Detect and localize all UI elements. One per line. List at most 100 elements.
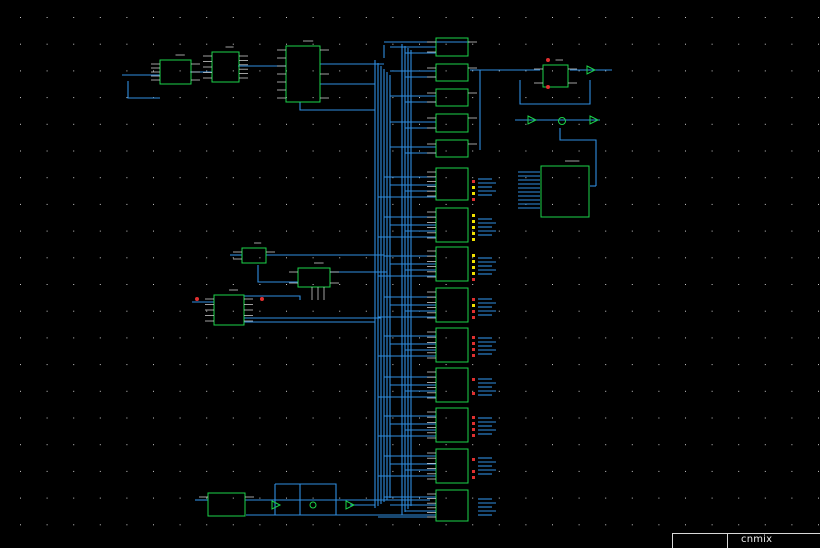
grid-dot — [445, 337, 447, 339]
grid-dot — [232, 470, 234, 472]
grid-dot — [711, 497, 713, 499]
grid-dot — [445, 230, 447, 232]
grid-dot — [445, 417, 447, 419]
grid-dot — [126, 444, 128, 446]
grid-dot — [605, 364, 607, 366]
grid-dot — [472, 177, 474, 179]
grid-dot — [498, 70, 500, 72]
grid-dot — [46, 17, 48, 18]
grid-dot — [206, 123, 208, 125]
grid-dot — [73, 17, 75, 18]
grid-dot — [445, 390, 447, 392]
grid-dot — [392, 230, 394, 232]
grid-dot — [685, 497, 686, 499]
grid-dot — [472, 150, 474, 152]
grid-dot — [711, 310, 713, 312]
ic-column-14 — [427, 489, 469, 522]
grid-dot — [472, 390, 474, 392]
grid-dot — [791, 364, 793, 366]
grid-dot — [312, 150, 314, 152]
grid-dot — [46, 123, 48, 125]
grid-dot — [232, 284, 234, 285]
component-layer — [151, 37, 600, 522]
grid-dot — [126, 17, 128, 18]
grid-dot — [711, 230, 713, 232]
pin-marker — [472, 378, 475, 381]
grid-dot — [685, 177, 686, 179]
grid-dot — [365, 43, 367, 45]
grid-dot — [20, 444, 21, 446]
ic-column-5 — [427, 139, 477, 158]
grid-dot — [99, 524, 101, 526]
pin-marker — [472, 238, 475, 241]
grid-dot — [20, 17, 21, 18]
grid-dot — [179, 444, 181, 446]
grid-dot — [392, 444, 394, 446]
grid-dot — [605, 43, 607, 45]
grid-dot — [153, 284, 154, 285]
grid-dot — [259, 470, 261, 472]
grid-dot — [578, 257, 580, 259]
grid-dot — [392, 203, 394, 205]
grid-dot — [791, 257, 793, 259]
grid-dot — [392, 284, 394, 285]
chip-body — [241, 247, 267, 264]
grid-dot — [179, 203, 181, 205]
grid-dot — [498, 417, 500, 419]
buffer-gate — [527, 115, 538, 125]
grid-dot — [685, 390, 686, 392]
chip-body — [213, 294, 245, 326]
pin-marker — [546, 58, 550, 62]
grid-dot — [46, 364, 48, 366]
ic-u40 — [199, 492, 254, 517]
grid-dot — [631, 150, 633, 152]
pin-marker — [260, 297, 264, 301]
grid-dot — [498, 177, 500, 179]
grid-dot — [365, 17, 367, 18]
wire-net — [122, 41, 612, 518]
grid-dot — [605, 417, 607, 419]
grid-dot — [791, 70, 793, 72]
grid-dot — [339, 497, 341, 499]
grid-dot — [685, 364, 686, 366]
ic-column-12 — [427, 407, 475, 443]
grid-dot — [498, 524, 500, 526]
grid-dot — [578, 310, 580, 312]
grid-dot — [738, 230, 740, 232]
grid-dot — [365, 364, 367, 366]
ic-mux-u3 — [277, 40, 329, 103]
grid-dot — [764, 97, 766, 99]
grid-dot — [232, 203, 234, 205]
grid-dot — [764, 310, 766, 312]
grid-dot — [578, 444, 580, 446]
grid-dot — [764, 470, 766, 472]
chip-body — [435, 246, 469, 282]
grid-dot — [631, 230, 633, 232]
grid-dot — [658, 123, 660, 125]
grid-dot — [312, 203, 314, 205]
grid-dot — [46, 70, 48, 72]
grid-dot — [99, 364, 101, 366]
grid-dot — [339, 17, 341, 18]
grid-dot — [46, 417, 48, 419]
grid-dot — [20, 43, 21, 45]
grid-dot — [631, 524, 633, 526]
grid-dot — [46, 230, 48, 232]
grid-dot — [20, 123, 21, 125]
grid-dot — [791, 390, 793, 392]
ic-u2 — [203, 46, 248, 83]
grid-dot — [232, 417, 234, 419]
grid-dot — [286, 43, 287, 45]
grid-dot — [126, 390, 128, 392]
grid-dot — [286, 177, 287, 179]
grid-dot — [578, 43, 580, 45]
grid-dot — [658, 470, 660, 472]
grid-dot — [232, 230, 234, 232]
grid-dot — [791, 444, 793, 446]
grid-dot — [46, 337, 48, 339]
grid-dot — [685, 470, 686, 472]
grid-dot — [764, 43, 766, 45]
chip-body — [211, 51, 240, 83]
grid-dot — [498, 257, 500, 259]
